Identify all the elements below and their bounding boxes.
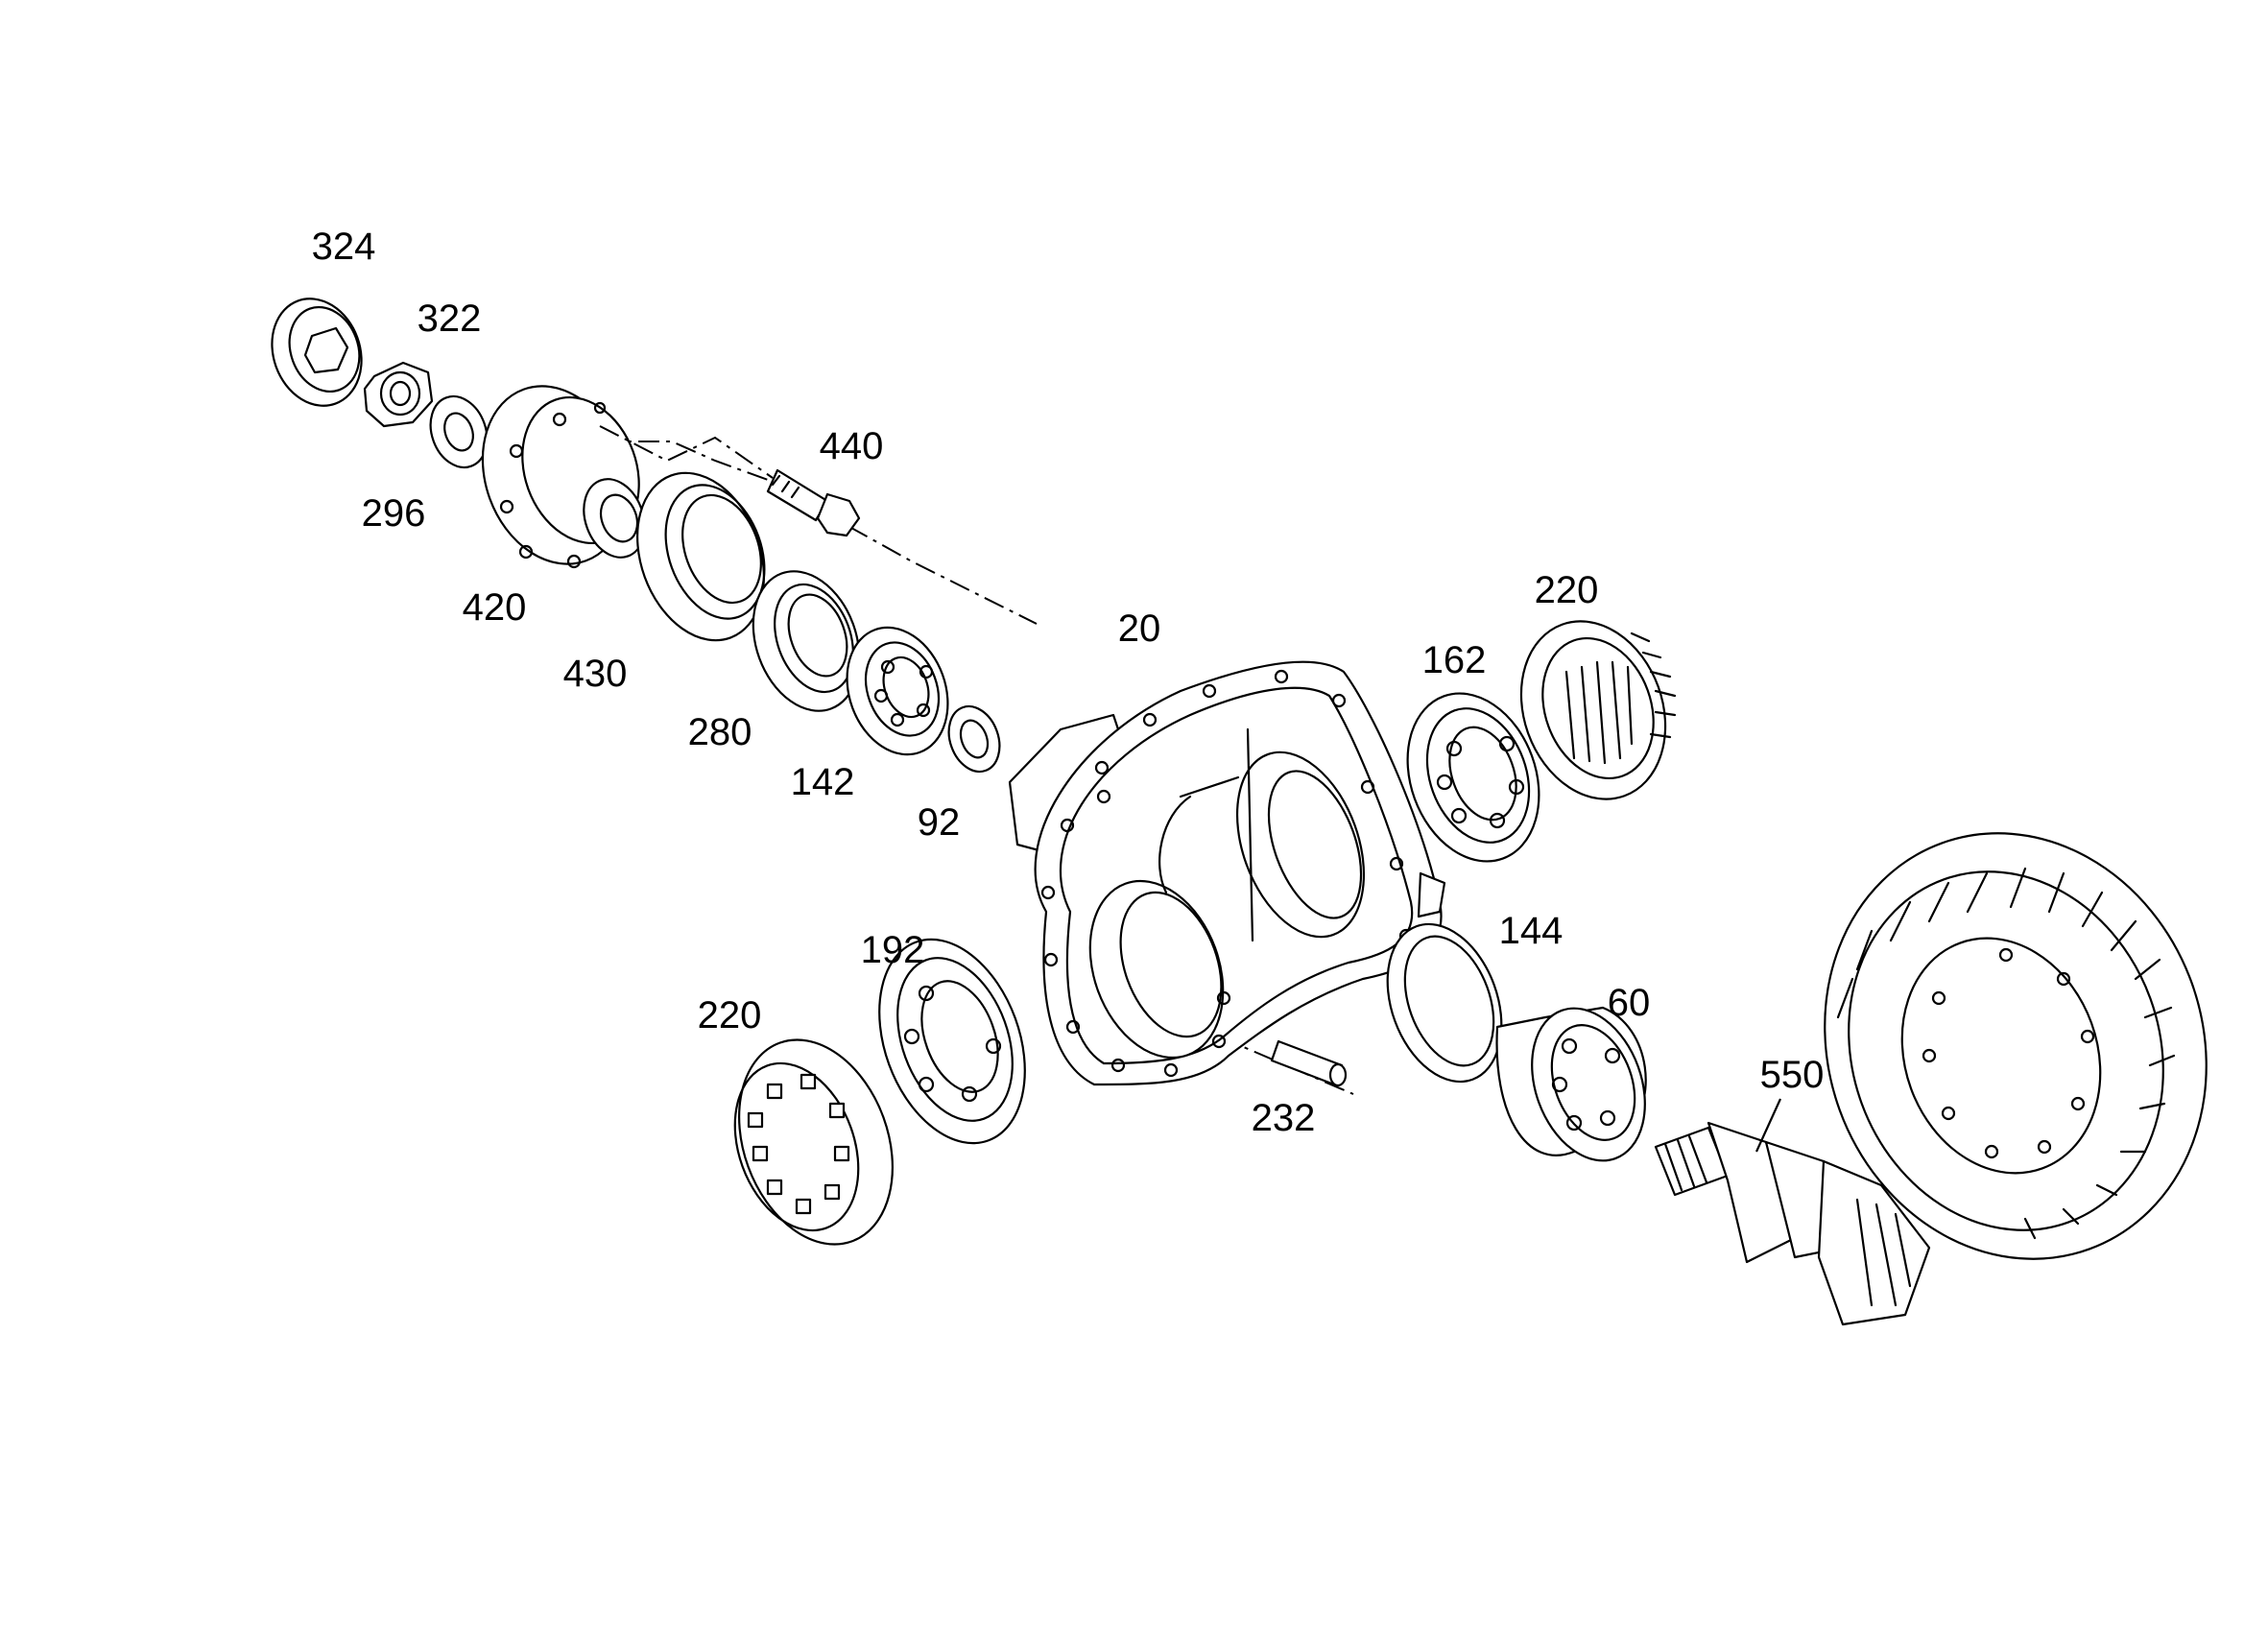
part-296-washer <box>429 394 489 469</box>
part-144-ring <box>1386 922 1503 1084</box>
callout-322: 322 <box>417 298 482 340</box>
part-280-bearing <box>752 570 861 712</box>
part-142-bearing <box>846 626 949 756</box>
part-550-ring-gear <box>1824 832 2208 1260</box>
callout-420: 420 <box>462 586 527 629</box>
part-192-bearing <box>878 938 1026 1145</box>
part-162-bearing <box>1406 692 1540 863</box>
callout-162: 162 <box>1421 639 1487 681</box>
callout-550: 550 <box>1759 1054 1825 1096</box>
part-324-cap <box>271 298 363 407</box>
callout-220-lower: 220 <box>697 994 762 1036</box>
part-60-bearing <box>1495 1006 1647 1162</box>
callout-60: 60 <box>1607 982 1651 1024</box>
callout-280: 280 <box>687 711 752 753</box>
callout-440: 440 <box>819 425 884 467</box>
part-322-hex-nut <box>363 361 434 428</box>
callout-20: 20 <box>1117 608 1161 650</box>
part-430-cup <box>636 471 766 642</box>
assembly-axis-lower <box>1218 1036 1354 1095</box>
callout-144: 144 <box>1498 910 1564 952</box>
callout-232: 232 <box>1251 1097 1316 1139</box>
part-550-pinion-shaft <box>1654 1121 1931 1326</box>
callout-220-upper: 220 <box>1534 569 1599 611</box>
part-220-lower-bearing <box>733 1038 894 1246</box>
callout-142: 142 <box>790 761 855 803</box>
bolt-hole-line <box>599 425 774 479</box>
part-92-ring <box>947 704 1001 774</box>
leader-550 <box>1755 1098 1782 1153</box>
part-20-housing <box>1008 660 1446 1086</box>
callout-192: 192 <box>860 929 925 971</box>
callout-296: 296 <box>361 492 426 535</box>
part-220-upper-bearing <box>1519 620 1677 800</box>
part-440-bolt <box>766 468 861 537</box>
callout-430: 430 <box>562 653 628 695</box>
part-232-pin <box>1270 1039 1348 1087</box>
callout-92: 92 <box>917 801 961 844</box>
part-420-flange <box>481 385 646 569</box>
callout-324: 324 <box>311 226 376 268</box>
